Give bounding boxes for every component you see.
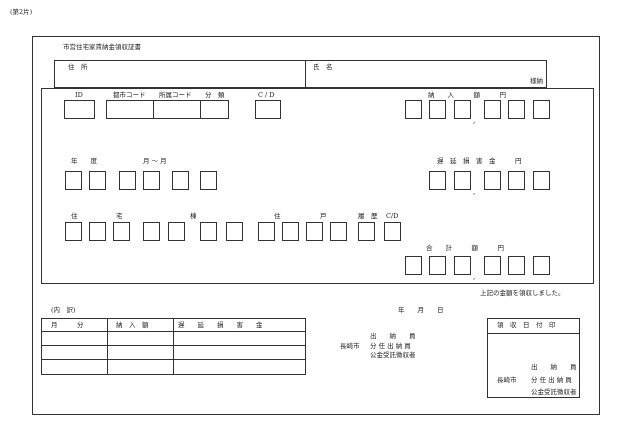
unit-label: 戸 bbox=[320, 212, 327, 220]
total-label: 合 計 額 円 bbox=[426, 244, 504, 252]
col-month-header: 月 分 bbox=[51, 321, 84, 329]
issuer-right-line1: 出 納 員 bbox=[531, 363, 577, 371]
code-divider-2 bbox=[200, 100, 201, 119]
issuer-right-city: 長崎市 bbox=[497, 376, 517, 384]
code-divider-1 bbox=[153, 100, 154, 119]
month-from-digit-2[interactable] bbox=[143, 171, 160, 190]
house-label: 宅 bbox=[116, 212, 123, 220]
housing-cd-digit[interactable] bbox=[384, 222, 401, 241]
dept-code-label: 所属コード bbox=[159, 91, 192, 99]
year-label: 年 度 bbox=[71, 157, 97, 165]
late-fee-digit-2[interactable] bbox=[454, 171, 471, 190]
issuer-center-line3: 公金受託徴収者 bbox=[370, 351, 416, 359]
month-to-digit-2[interactable] bbox=[200, 171, 217, 190]
category-label: 分 類 bbox=[205, 91, 225, 99]
late-fee-digit-5[interactable] bbox=[533, 171, 550, 190]
unit-digit-2[interactable] bbox=[282, 222, 299, 241]
issuer-right-line3: 公金受託徴収者 bbox=[531, 388, 577, 396]
issuer-right-line2: 分 任 出 納 員 bbox=[531, 376, 572, 384]
payment-digit-2[interactable] bbox=[429, 100, 446, 119]
unit-digit-1[interactable] bbox=[258, 222, 275, 241]
housing-digit-3[interactable] bbox=[113, 222, 130, 241]
id-label: ID bbox=[75, 91, 83, 99]
building-digit-3[interactable] bbox=[200, 222, 217, 241]
cd-label: C / D bbox=[258, 91, 275, 99]
breakdown-title: (内 訳) bbox=[51, 306, 76, 314]
building-digit-4[interactable] bbox=[226, 222, 243, 241]
issuer-center-line1: 出 納 員 bbox=[370, 332, 416, 340]
id-field[interactable] bbox=[64, 100, 95, 119]
late-fee-label: 遅 延 損 害 金 円 bbox=[437, 157, 522, 165]
page-label: (第2片) bbox=[10, 8, 33, 16]
address-label: 住 所 bbox=[68, 63, 88, 71]
cd-field[interactable] bbox=[255, 100, 281, 119]
receipt-stamp-header-line bbox=[487, 333, 580, 334]
code-category-field[interactable] bbox=[106, 100, 229, 119]
payment-amount-label: 納 入 額 円 bbox=[428, 91, 506, 99]
housing-digit-1[interactable] bbox=[65, 222, 82, 241]
total-digit-3[interactable] bbox=[454, 256, 471, 275]
month-from-digit-1[interactable] bbox=[119, 171, 136, 190]
col-amount-header: 納 入 額 bbox=[116, 321, 149, 329]
issuer-center-line2: 分 任 出 納 員 bbox=[370, 342, 411, 350]
receipt-stamp-box bbox=[487, 318, 580, 398]
payment-digit-4[interactable] bbox=[484, 100, 501, 119]
issuer-center-city: 長崎市 bbox=[340, 342, 360, 350]
history-label: 履 歴 bbox=[358, 212, 378, 220]
city-code-label: 都市コード bbox=[113, 91, 146, 99]
late-fee-comma: , bbox=[473, 188, 476, 196]
date-label: 年 月 日 bbox=[398, 306, 444, 314]
address-field[interactable] bbox=[70, 73, 300, 85]
housing-digit-2[interactable] bbox=[89, 222, 106, 241]
building-label: 棟 bbox=[190, 212, 197, 220]
unit-digit-4[interactable] bbox=[330, 222, 347, 241]
address-name-divider bbox=[305, 60, 306, 88]
received-note: 上記の金額を領収しました。 bbox=[480, 289, 565, 297]
total-digit-1[interactable] bbox=[405, 256, 422, 275]
total-digit-2[interactable] bbox=[429, 256, 446, 275]
late-fee-digit-3[interactable] bbox=[484, 171, 501, 190]
year-digit-2[interactable] bbox=[89, 171, 106, 190]
payment-digit-6[interactable] bbox=[533, 100, 550, 119]
name-label: 氏 名 bbox=[313, 63, 333, 71]
building-digit-2[interactable] bbox=[168, 222, 185, 241]
payment-comma: , bbox=[473, 117, 476, 125]
form-title: 市営住宅家賃納金領収証書 bbox=[63, 43, 141, 51]
payment-digit-1[interactable] bbox=[405, 100, 422, 119]
payment-digit-3[interactable] bbox=[454, 100, 471, 119]
residence-label: 住 bbox=[71, 212, 78, 220]
total-digit-5[interactable] bbox=[508, 256, 525, 275]
receipt-stamp-label: 領 収 日 付 印 bbox=[497, 321, 556, 329]
name-field[interactable] bbox=[330, 73, 520, 85]
col-late-header: 遅 延 損 害 金 bbox=[178, 321, 263, 329]
history-digit-1[interactable] bbox=[358, 222, 375, 241]
dwelling-label: 住 bbox=[274, 212, 281, 220]
housing-cd-label: C/D bbox=[386, 212, 399, 220]
total-digit-4[interactable] bbox=[484, 256, 501, 275]
total-digit-6[interactable] bbox=[533, 256, 550, 275]
year-digit-1[interactable] bbox=[65, 171, 82, 190]
building-digit-1[interactable] bbox=[143, 222, 160, 241]
payment-digit-5[interactable] bbox=[508, 100, 525, 119]
late-fee-digit-4[interactable] bbox=[508, 171, 525, 190]
breakdown-col-divider-1 bbox=[107, 318, 108, 375]
breakdown-col-divider-2 bbox=[173, 318, 174, 375]
total-comma: , bbox=[473, 273, 476, 281]
month-to-digit-1[interactable] bbox=[172, 171, 189, 190]
honorific-label: 様納 bbox=[530, 77, 543, 85]
month-range-label: 月 〜 月 bbox=[143, 157, 167, 165]
late-fee-digit-1[interactable] bbox=[429, 171, 446, 190]
unit-digit-3[interactable] bbox=[306, 222, 323, 241]
